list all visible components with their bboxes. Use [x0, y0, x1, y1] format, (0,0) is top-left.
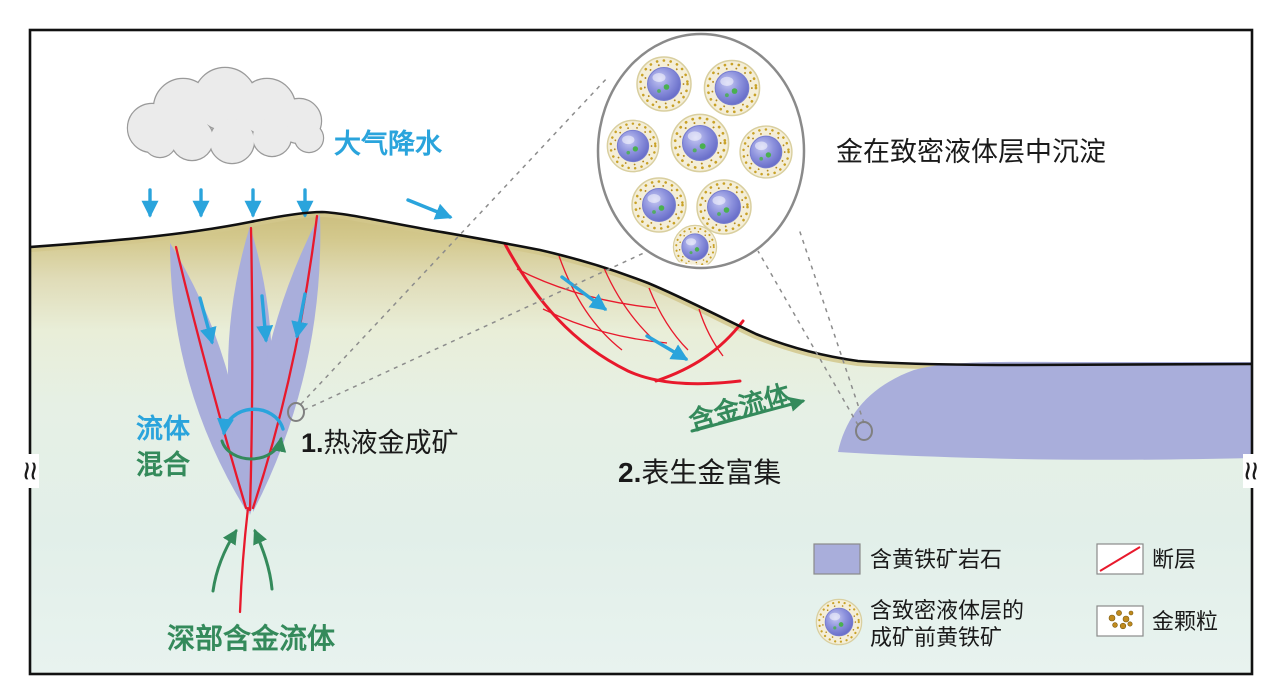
magnifier-point-right	[855, 421, 873, 441]
legend-label-gold-particles: 金颗粒	[1152, 609, 1218, 634]
fault-flow-arrow	[645, 334, 689, 361]
gold-fluid-arrow	[690, 397, 806, 433]
mixing-arrow-green	[220, 436, 287, 461]
fault-line-minor	[558, 255, 623, 351]
mixing-arrow-blue	[217, 407, 285, 436]
deep-fluid-arrow	[211, 528, 238, 593]
magnifier-wedge-line	[757, 250, 859, 426]
inset-caption: 金在致密液体层中沉淀	[836, 137, 1106, 167]
vein-lobe	[252, 214, 321, 512]
rain-arrows	[141, 188, 314, 218]
pyrite-rock-body	[838, 361, 1251, 460]
deep-fluid-label: 深部含金流体	[167, 622, 336, 654]
legend: 含黄铁矿岩石 断层 含致密液体层的 成矿前黄铁矿 金颗粒	[813, 543, 1218, 650]
fault-flow-arrow	[560, 275, 608, 311]
process2-label: 2.表生金富集	[618, 457, 781, 488]
fault-line-major	[503, 242, 742, 386]
deep-fluid-arrow	[253, 528, 274, 591]
fluid-mixing-label-line2: 混合	[136, 449, 190, 480]
fault-zone	[503, 242, 745, 386]
fluid-mixing-label-line1: 流体	[136, 414, 191, 444]
legend-gold-particles-icon	[1108, 610, 1134, 630]
magnifier-wedge-line	[798, 228, 865, 424]
legend-label-fault: 断层	[1152, 547, 1196, 572]
process1-number: 1.	[301, 428, 324, 458]
vein-flow-arrow	[291, 292, 309, 339]
break-symbol-right: ≈	[1232, 462, 1270, 481]
legend-fault-line-icon	[1099, 546, 1141, 572]
precipitation-label: 大气降水	[334, 129, 443, 159]
break-mask-left	[22, 454, 39, 488]
frame-border	[28, 28, 1254, 676]
break-symbols: ≈ ≈	[11, 454, 1270, 488]
legend-label-pre-ore-pyrite-line2: 成矿前黄铁矿	[870, 625, 1002, 650]
vein-fault-lines	[174, 214, 319, 614]
inset-magnifier	[596, 32, 806, 270]
cloud-icon	[126, 66, 325, 165]
legend-label-pre-ore-pyrite-line1: 含致密液体层的	[870, 598, 1024, 623]
legend-pyrite-grain-icon	[815, 598, 863, 646]
vein-flow-arrow	[198, 296, 217, 345]
fault-cross-line	[542, 308, 668, 344]
ground-surface-line	[31, 210, 1251, 367]
magnifier-point-left	[287, 402, 305, 422]
fault-line-minor	[698, 308, 724, 357]
underground-body	[31, 212, 1251, 673]
runoff-arrow	[406, 198, 453, 220]
magnifier-wedges	[300, 75, 865, 426]
break-mask-right	[1243, 454, 1260, 488]
process2-number: 2.	[618, 457, 641, 488]
break-symbol-left: ≈	[11, 462, 49, 481]
fault-line-major	[654, 319, 745, 383]
vein-flow-arrow	[256, 294, 274, 343]
process1-label: 1.热液金成矿	[301, 428, 459, 458]
legend-label-pyrite-rock: 含黄铁矿岩石	[870, 547, 1002, 572]
magnifier-wedge-line	[300, 75, 610, 405]
legend-swatch-pyrite-rock	[813, 543, 861, 575]
